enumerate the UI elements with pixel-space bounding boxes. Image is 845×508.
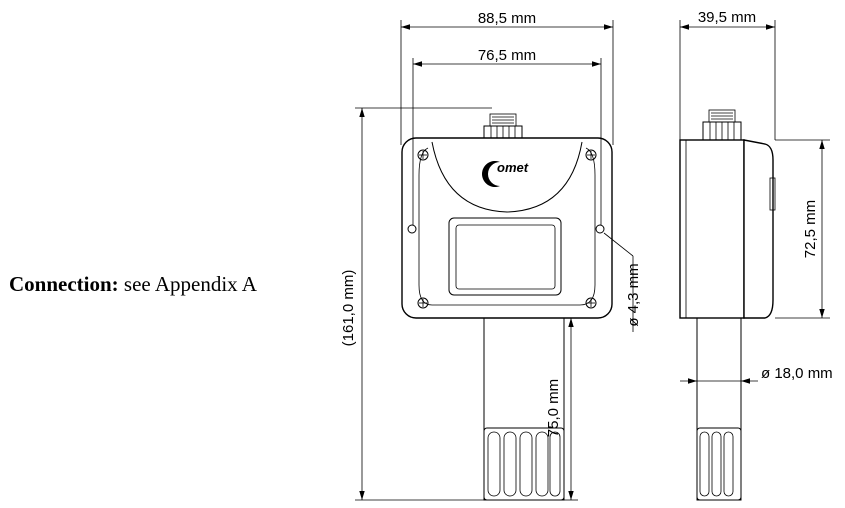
side-dimensions: 39,5 mm 72,5 mm ø 18,0 mm (679, 9, 833, 384)
front-view: omet (401, 113, 613, 501)
dim-height-total: (161,0 mm) (340, 270, 357, 347)
front-connector (483, 113, 523, 141)
dim-depth: 39,5 mm (698, 9, 756, 26)
display-glass (455, 224, 556, 290)
dim-width-holes: 76,5 mm (478, 47, 536, 64)
dim-hole-diameter: ø 4,3 mm (625, 263, 642, 326)
dim-probe-diameter: ø 18,0 mm (761, 365, 833, 382)
mounting-hole-right (595, 224, 605, 234)
side-view (679, 109, 776, 501)
display-window (448, 217, 562, 296)
logo-text: omet (497, 160, 529, 175)
connection-caption: Connection: see Appendix A (9, 272, 257, 297)
side-lid (743, 139, 774, 319)
connection-label: Connection: (9, 272, 119, 296)
comet-logo: omet (482, 160, 529, 188)
front-inner-frame (418, 147, 596, 306)
dim-probe-length: 75,0 mm (545, 379, 562, 437)
dim-height-body: 72,5 mm (802, 200, 819, 258)
side-probe (696, 317, 742, 501)
screw-bottom-right (585, 297, 597, 309)
mounting-hole-left (407, 224, 417, 234)
dim-width-outer: 88,5 mm (478, 10, 536, 27)
screw-bottom-left (417, 297, 429, 309)
side-housing (679, 139, 745, 319)
connection-text: see Appendix A (118, 272, 257, 296)
front-probe (483, 317, 565, 501)
front-lid-arc (431, 141, 583, 213)
screw-top-right (585, 149, 597, 161)
side-connector (702, 109, 742, 141)
front-dimensions: 88,5 mm 76,5 mm (161,0 mm) 75,0 mm ø 4,3… (340, 10, 642, 501)
screw-top-left (417, 149, 429, 161)
